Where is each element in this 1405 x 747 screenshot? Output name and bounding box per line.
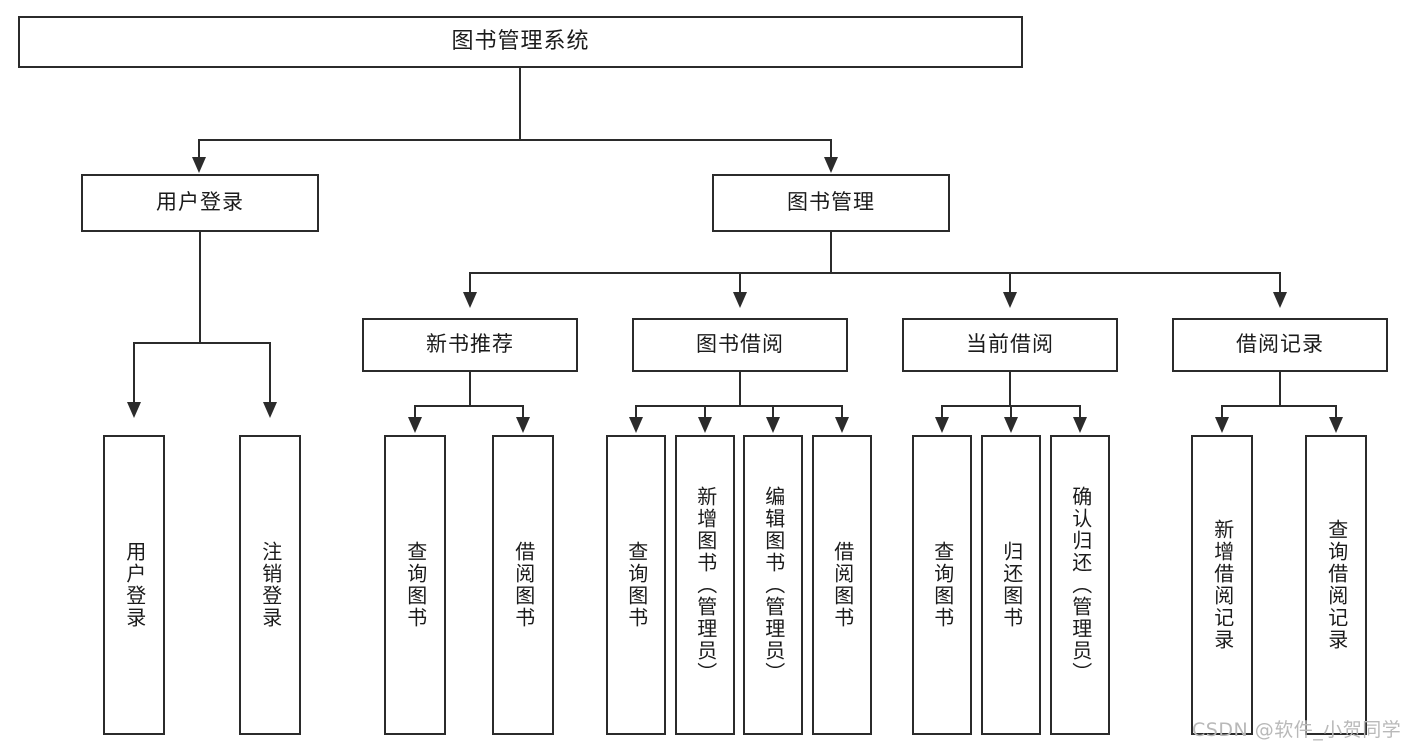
node-current-borrow[interactable]: 当前借阅 (902, 318, 1118, 372)
leaf-borrow-book[interactable]: 借阅图书 (812, 435, 872, 735)
node-label: 借阅图书 (511, 541, 536, 629)
arrow-to-leaf-return-book (1004, 417, 1018, 433)
connector-record-stem (1279, 372, 1281, 406)
node-label: 用户登录 (122, 541, 147, 629)
leaf-borrow-book-recommend[interactable]: 借阅图书 (492, 435, 554, 735)
leaf-query-book-current[interactable]: 查询图书 (912, 435, 972, 735)
node-label: 新书推荐 (426, 332, 514, 357)
leaf-query-book-recommend[interactable]: 查询图书 (384, 435, 446, 735)
connector-recommend-bus (414, 405, 524, 407)
arrow-to-user-login (192, 157, 206, 173)
leaf-query-borrow-record[interactable]: 查询借阅记录 (1305, 435, 1367, 735)
node-label: 归还图书 (999, 541, 1024, 629)
arrow-to-leaf-add-book (698, 417, 712, 433)
arrow-to-leaf-borrow-book-1 (516, 417, 530, 433)
leaf-add-borrow-record[interactable]: 新增借阅记录 (1191, 435, 1253, 735)
leaf-edit-book-admin[interactable]: 编辑图书（管理员） (743, 435, 803, 735)
node-book-management[interactable]: 图书管理 (712, 174, 950, 232)
connector-current-stem (1009, 372, 1011, 406)
node-book-borrow[interactable]: 图书借阅 (632, 318, 848, 372)
connector-record-drop-2 (1335, 405, 1337, 419)
connector-recommend-drop-1 (414, 405, 416, 419)
connector-current-drop-2 (1010, 405, 1012, 419)
connector-borrow-drop-3 (772, 405, 774, 419)
leaf-confirm-return-admin[interactable]: 确认归还（管理员） (1050, 435, 1110, 735)
node-new-book-recommend[interactable]: 新书推荐 (362, 318, 578, 372)
arrow-to-current-borrow (1003, 292, 1017, 308)
leaf-query-book-borrow[interactable]: 查询图书 (606, 435, 666, 735)
node-label: 新增图书（管理员） (693, 486, 718, 684)
watermark-text: CSDN @软件_小贺同学 (1192, 719, 1402, 741)
arrow-to-leaf-logout (263, 402, 277, 418)
node-label: 用户登录 (156, 190, 244, 215)
arrow-to-leaf-query-book-1 (408, 417, 422, 433)
arrow-to-leaf-user-login (127, 402, 141, 418)
arrow-to-leaf-query-record (1329, 417, 1343, 433)
connector-user-login-drop-2 (269, 342, 271, 404)
connector-borrow-drop-4 (841, 405, 843, 419)
connector-borrow-drop-2 (704, 405, 706, 419)
node-label: 借阅图书 (830, 541, 855, 629)
connector-root-stem (519, 68, 521, 140)
connector-book-manage-drop-1 (469, 272, 471, 294)
connector-root-drop-2 (830, 139, 832, 159)
node-label: 借阅记录 (1236, 332, 1324, 357)
node-label: 当前借阅 (966, 332, 1054, 357)
connector-record-drop-1 (1221, 405, 1223, 419)
node-user-login[interactable]: 用户登录 (81, 174, 319, 232)
node-label: 注销登录 (258, 541, 283, 629)
node-label: 图书借阅 (696, 332, 784, 357)
arrow-to-leaf-edit-book (766, 417, 780, 433)
connector-recommend-stem (469, 372, 471, 406)
node-label: 编辑图书（管理员） (761, 486, 786, 684)
connector-record-bus (1221, 405, 1337, 407)
connector-recommend-drop-2 (522, 405, 524, 419)
arrow-to-book-borrow (733, 292, 747, 308)
arrow-to-borrow-record (1273, 292, 1287, 308)
connector-book-manage-drop-3 (1009, 272, 1011, 294)
connector-book-manage-drop-4 (1279, 272, 1281, 294)
node-label: 查询借阅记录 (1324, 519, 1349, 651)
connector-user-login-drop-1 (133, 342, 135, 404)
leaf-add-book-admin[interactable]: 新增图书（管理员） (675, 435, 735, 735)
arrow-to-leaf-borrow-book-2 (835, 417, 849, 433)
arrow-to-new-book-recommend (463, 292, 477, 308)
node-label: 图书管理 (787, 190, 875, 215)
node-label: 查询图书 (624, 541, 649, 629)
connector-book-manage-drop-2 (739, 272, 741, 294)
connector-borrow-drop-1 (635, 405, 637, 419)
connector-current-drop-1 (941, 405, 943, 419)
leaf-user-login[interactable]: 用户登录 (103, 435, 165, 735)
node-label: 新增借阅记录 (1210, 519, 1235, 651)
node-label: 确认归还（管理员） (1068, 486, 1093, 684)
node-borrow-record[interactable]: 借阅记录 (1172, 318, 1388, 372)
connector-book-manage-bus (469, 272, 1281, 274)
arrow-to-leaf-add-record (1215, 417, 1229, 433)
arrow-to-leaf-confirm-return (1073, 417, 1087, 433)
connector-borrow-stem (739, 372, 741, 406)
node-label: 图书管理系统 (451, 28, 590, 54)
connector-user-login-bus (133, 342, 269, 344)
node-root-system[interactable]: 图书管理系统 (18, 16, 1023, 68)
arrow-to-leaf-query-book-3 (935, 417, 949, 433)
node-label: 查询图书 (403, 541, 428, 629)
connector-user-login-stem (199, 232, 201, 343)
connector-root-drop-1 (198, 139, 200, 159)
node-label: 查询图书 (930, 541, 955, 629)
arrow-to-leaf-query-book-2 (629, 417, 643, 433)
leaf-logout[interactable]: 注销登录 (239, 435, 301, 735)
connector-book-manage-stem (830, 232, 832, 273)
connector-root-bus (198, 139, 832, 141)
connector-borrow-bus (635, 405, 843, 407)
leaf-return-book[interactable]: 归还图书 (981, 435, 1041, 735)
arrow-to-book-manage (824, 157, 838, 173)
connector-current-drop-3 (1079, 405, 1081, 419)
